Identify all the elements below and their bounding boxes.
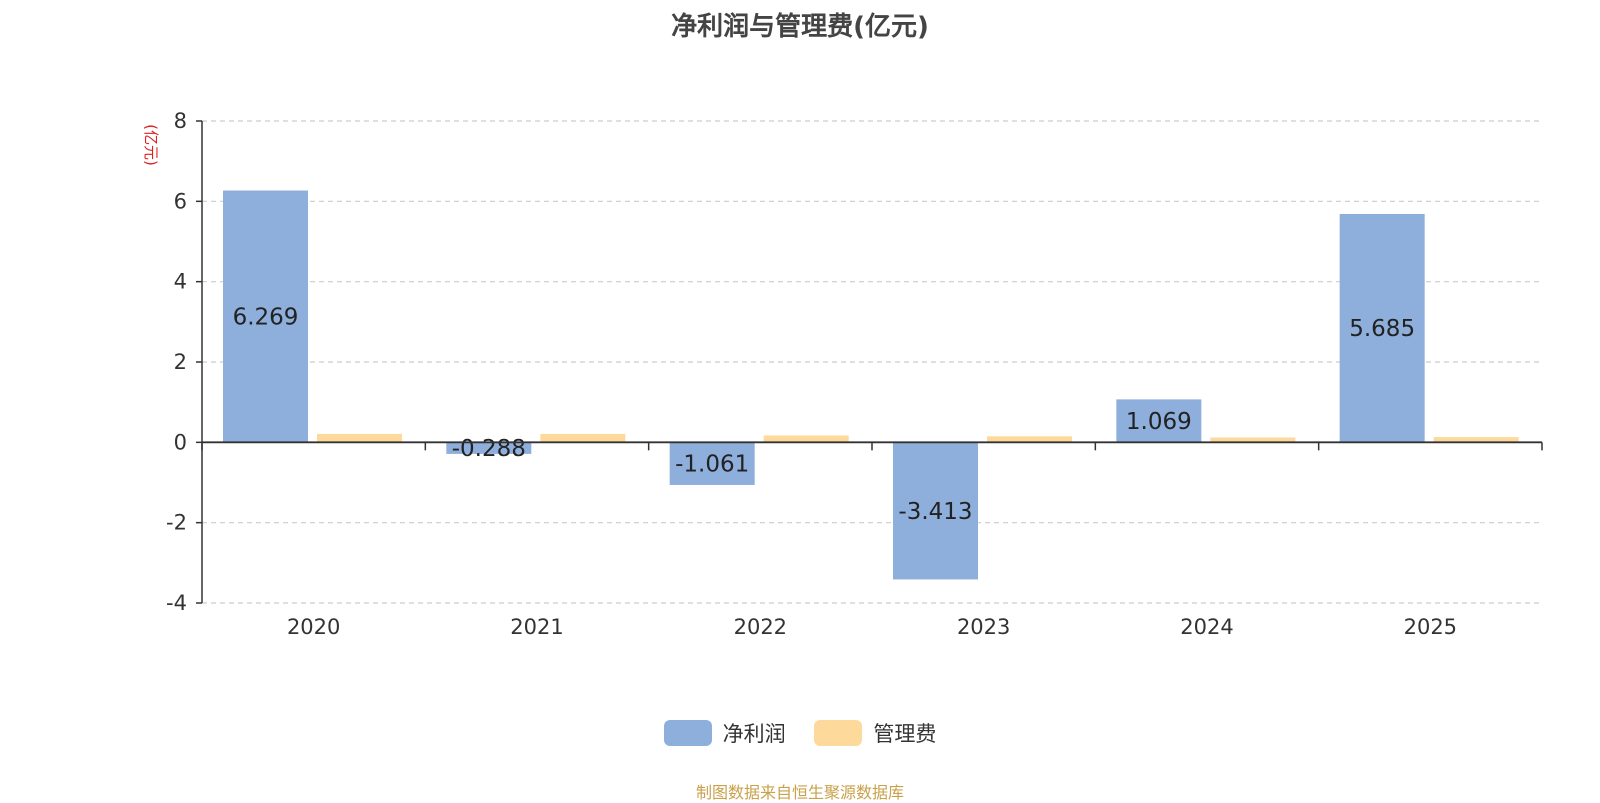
data-label: 5.685: [1349, 316, 1415, 342]
y-tick-label: -4: [166, 591, 187, 615]
data-label: -0.288: [452, 436, 526, 462]
x-tick-label: 2023: [957, 615, 1010, 639]
y-tick-label: 6: [174, 189, 187, 213]
x-tick-label: 2020: [287, 615, 340, 639]
bar-net-profit: [1339, 213, 1425, 443]
y-tick-label: -2: [166, 511, 187, 535]
bar-admin-expense: [1433, 437, 1519, 443]
data-label: -1.061: [675, 452, 749, 478]
legend-swatch-net-profit: [663, 720, 712, 746]
bar-net-profit: [1116, 399, 1202, 443]
data-label: 6.269: [233, 304, 299, 330]
y-tick-label: 2: [174, 350, 187, 374]
data-label: 1.069: [1126, 409, 1192, 435]
bar-admin-expense: [987, 436, 1072, 443]
x-tick-label: 2022: [734, 615, 787, 639]
bar-net-profit: [669, 442, 755, 485]
bar-net-profit: [446, 442, 532, 454]
bar-admin-expense: [317, 433, 402, 443]
bar-admin-expense: [1210, 437, 1296, 443]
bar-admin-expense: [540, 433, 626, 443]
data-label: -3.413: [898, 499, 972, 525]
legend-swatch-admin-expense: [814, 720, 863, 746]
x-tick-label: 2024: [1180, 615, 1233, 639]
bar-admin-expense: [763, 435, 849, 443]
y-axis-label: (亿元): [142, 124, 160, 166]
x-tick-label: 2021: [510, 615, 563, 639]
legend-item-admin-expense[interactable]: 管理费: [814, 718, 936, 748]
legend-label-admin-expense: 管理费: [873, 722, 937, 746]
x-tick-label: 2025: [1404, 615, 1457, 639]
source-note: 制图数据来自恒生聚源数据库: [695, 783, 904, 802]
chart-title: 净利润与管理费(亿元): [671, 12, 929, 42]
legend-label-net-profit: 净利润: [722, 722, 786, 746]
bar-net-profit: [223, 190, 308, 443]
y-tick-label: 8: [174, 109, 187, 133]
y-tick-label: 0: [174, 430, 187, 454]
legend: 净利润 管理费: [0, 718, 1600, 751]
bar-net-profit: [893, 442, 978, 580]
y-tick-label: 4: [174, 270, 187, 294]
legend-item-net-profit[interactable]: 净利润: [663, 718, 786, 748]
